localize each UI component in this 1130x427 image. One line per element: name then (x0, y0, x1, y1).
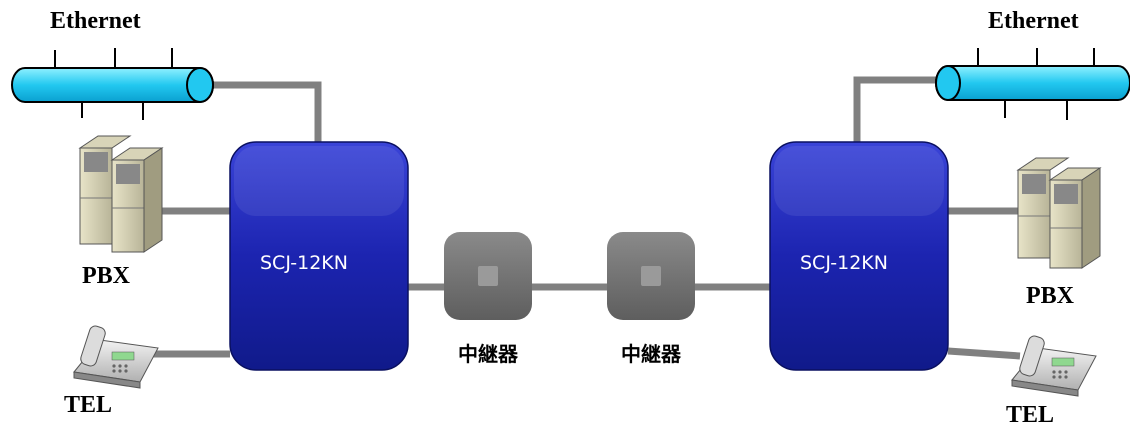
repeater-2-label: 中継器 (621, 342, 681, 366)
left-ethernet-label: Ethernet (50, 8, 141, 34)
repeater-1-label: 中継器 (458, 342, 518, 366)
left-tel-icon (73, 325, 159, 389)
left-tel-label: TEL (64, 392, 113, 418)
left-pbx-icon (78, 135, 164, 253)
left-device-label: SCJ-12KN (260, 252, 348, 274)
right-pbx-label: PBX (1026, 283, 1074, 309)
right-ethernet-label: Ethernet (988, 8, 1079, 34)
repeater-1 (444, 232, 532, 320)
right-device (769, 141, 949, 371)
left-ethernet-cable (11, 48, 214, 120)
right-tel-icon (1011, 335, 1097, 397)
left-device (229, 141, 409, 371)
link-right-tel (947, 347, 1021, 360)
right-ethernet-cable (935, 48, 1130, 120)
link-left-ethernet (208, 81, 322, 142)
right-device-label: SCJ-12KN (800, 252, 888, 274)
right-pbx-icon (1016, 157, 1102, 269)
links (150, 76, 1021, 360)
right-tel-label: TEL (1006, 402, 1055, 427)
left-pbx-label: PBX (82, 263, 130, 289)
repeater-2 (607, 232, 695, 320)
link-right-ethernet (853, 76, 936, 142)
